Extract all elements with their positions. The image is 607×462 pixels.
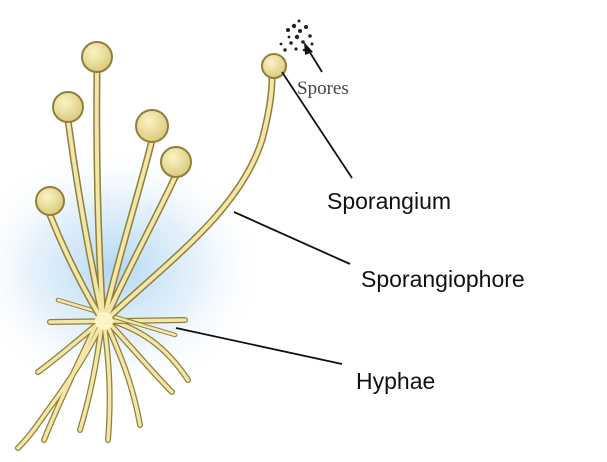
sporangium-head	[262, 54, 286, 78]
sporangium-head	[161, 147, 191, 177]
spore-cloud	[280, 20, 314, 52]
sporangiophore-label: Sporangiophore	[361, 266, 525, 293]
spores-label: Spores	[297, 78, 349, 100]
sporangium-head	[82, 42, 112, 72]
hyphae-label: Hyphae	[356, 368, 435, 395]
sporangium-head	[36, 187, 64, 215]
sporangium-head	[136, 110, 168, 142]
sporangium-head	[53, 92, 83, 122]
hyphal-node	[95, 312, 113, 330]
sporangium-label: Sporangium	[327, 188, 451, 215]
